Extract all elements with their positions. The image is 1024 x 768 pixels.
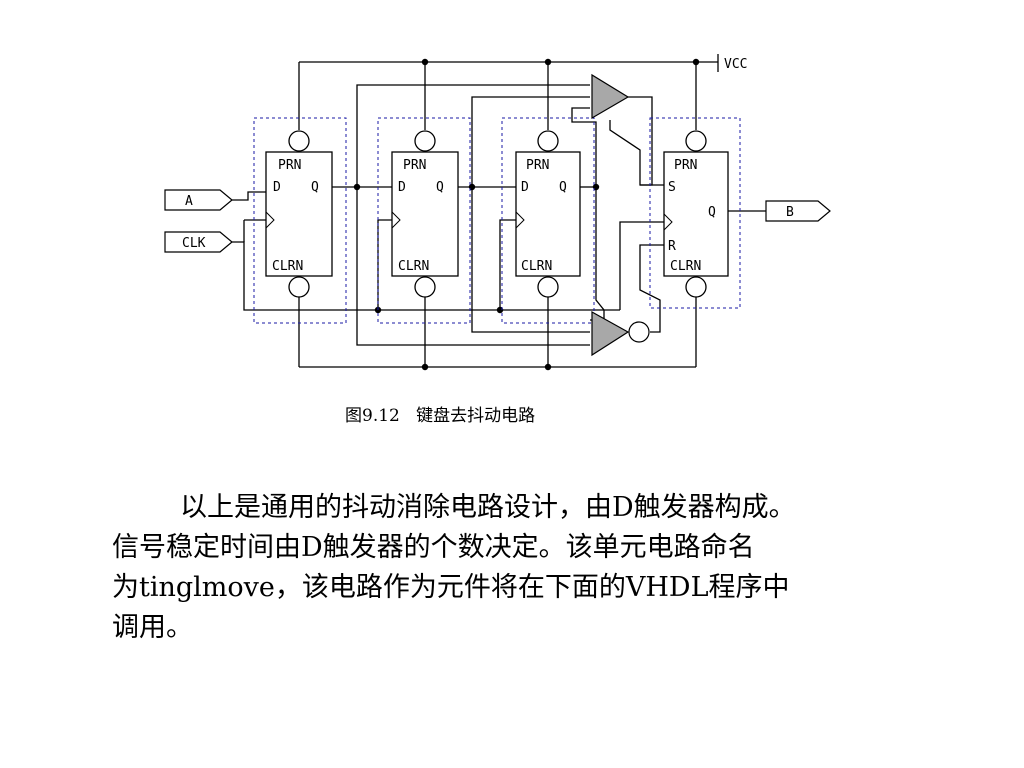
ff2-dashed-box	[377, 117, 471, 324]
body-line-1: 以上是通用的抖动消除电路设计，由D触发器构成。	[180, 492, 796, 523]
input-clk-tag	[164, 231, 233, 253]
rs-ff-s-label: S	[668, 180, 676, 195]
vcc-label: VCC	[724, 57, 747, 72]
ff3-body	[515, 151, 581, 277]
nand-bubble	[628, 321, 650, 343]
and-gate	[591, 73, 630, 120]
rs-ff-clrn-label: CLRN	[670, 259, 701, 274]
rs-ff-r-label: R	[668, 239, 676, 254]
rs-ff-body	[663, 151, 729, 277]
reset-wire	[639, 244, 664, 333]
ff2-q-label: Q	[436, 180, 444, 195]
rs-ff-prn-label: PRN	[674, 158, 697, 173]
debounce-circuit-diagram: VCC A CLK B PRN D Q CLRN PRN D Q CLRN PR…	[164, 54, 831, 371]
ff1-d-label: D	[273, 180, 281, 195]
rs-ff-dashed-box	[649, 117, 741, 309]
ff1-clrn-label: CLRN	[272, 259, 303, 274]
ff3-prn-label: PRN	[526, 158, 549, 173]
ff1-q-label: Q	[311, 180, 319, 195]
ff2-body	[391, 151, 459, 277]
ff1-body	[265, 151, 333, 277]
body-line-3: 为tinglmove，该电路作为元件将在下面的VHDL程序中	[112, 572, 790, 603]
input-a-label: A	[185, 194, 193, 209]
input-a-wire	[232, 191, 266, 201]
input-clk-label: CLK	[182, 236, 206, 251]
ff3-q-label: Q	[559, 180, 567, 195]
ff3-d-label: D	[521, 180, 529, 195]
clk-wire	[232, 241, 620, 311]
rs-ff-q-label: Q	[708, 205, 716, 220]
ff3-dashed-box	[501, 117, 595, 324]
figure-caption: 图9.12 键盘去抖动电路	[345, 406, 536, 426]
ff2-d-label: D	[398, 180, 406, 195]
ff2-clrn-label: CLRN	[398, 259, 429, 274]
ff1-prn-label: PRN	[278, 158, 301, 173]
body-line-2: 信号稳定时间由D触发器的个数决定。该单元电路命名	[112, 532, 755, 563]
ff3-clrn-label: CLRN	[521, 259, 552, 274]
body-paragraph: 以上是通用的抖动消除电路设计，由D触发器构成。 信号稳定时间由D触发器的个数决定…	[112, 488, 952, 648]
set-wire	[609, 96, 653, 186]
output-b-tag	[765, 200, 831, 222]
nand-gate	[591, 310, 630, 357]
input-a-tag	[164, 189, 233, 211]
ff2-prn-label: PRN	[403, 158, 426, 173]
ff1-dashed-box	[253, 117, 347, 324]
body-line-4: 调用。	[112, 612, 193, 643]
output-b-label: B	[786, 205, 794, 220]
